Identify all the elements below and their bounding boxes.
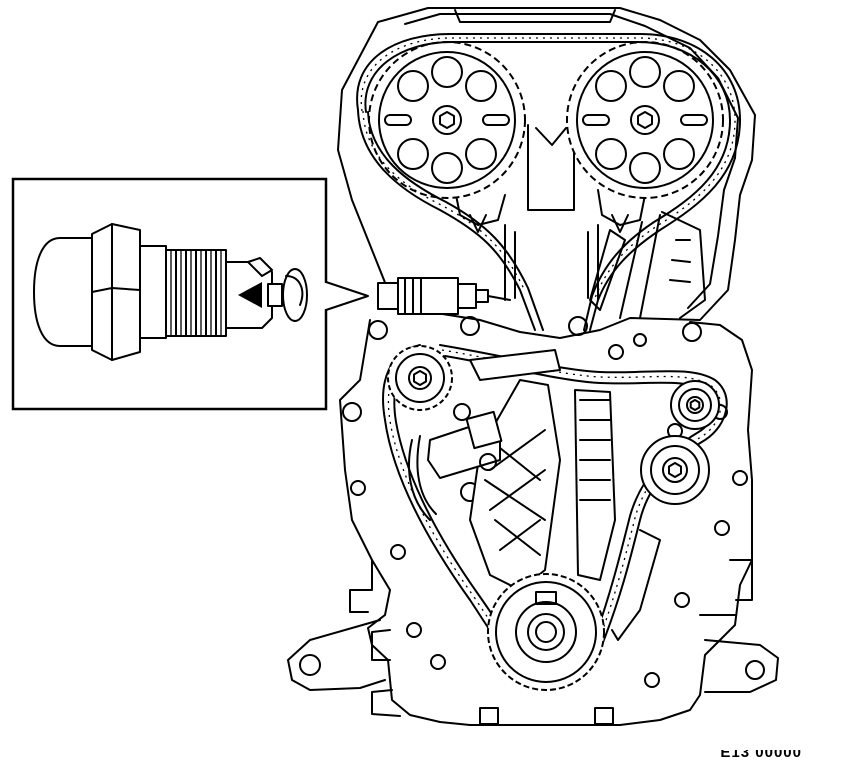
figure-reference-code: E13 00000: [720, 750, 802, 760]
water-pump-pulley: [640, 435, 710, 505]
intake-camshaft-sprocket: [368, 41, 526, 199]
idler-pulley: [667, 380, 720, 439]
oil-pump-actuator: [427, 410, 503, 479]
chain-tensioner: [377, 277, 511, 315]
tensioner-detail: [33, 223, 308, 361]
upper-chain-guides: [589, 211, 706, 319]
figure-reference-text: E13 00000: [720, 750, 802, 760]
balance-shaft-sprocket: [387, 345, 453, 411]
crankshaft-sprocket: [487, 573, 605, 691]
engine-block: [287, 7, 779, 726]
upper-timing-chain: [356, 33, 741, 331]
tensioner-callout: [11, 177, 369, 411]
exhaust-camshaft-sprocket: [566, 41, 724, 199]
